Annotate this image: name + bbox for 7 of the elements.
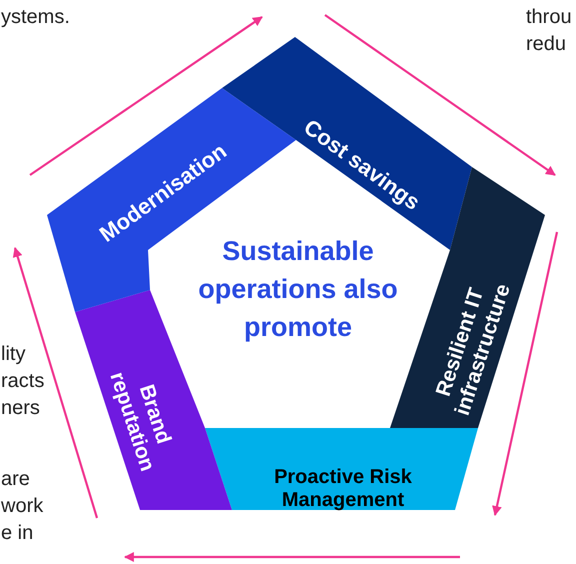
- center-heading: Sustainable operations also promote: [198, 236, 399, 344]
- pentagon-segment: [205, 428, 478, 510]
- paragraph-text: ystems.: [1, 5, 70, 30]
- paragraph-text: lity racts ners: [1, 342, 46, 421]
- paragraph-text: throu redu: [526, 5, 573, 57]
- segment-label: Proactive Risk Management: [273, 466, 413, 512]
- paragraph-text: are work e in: [1, 467, 44, 546]
